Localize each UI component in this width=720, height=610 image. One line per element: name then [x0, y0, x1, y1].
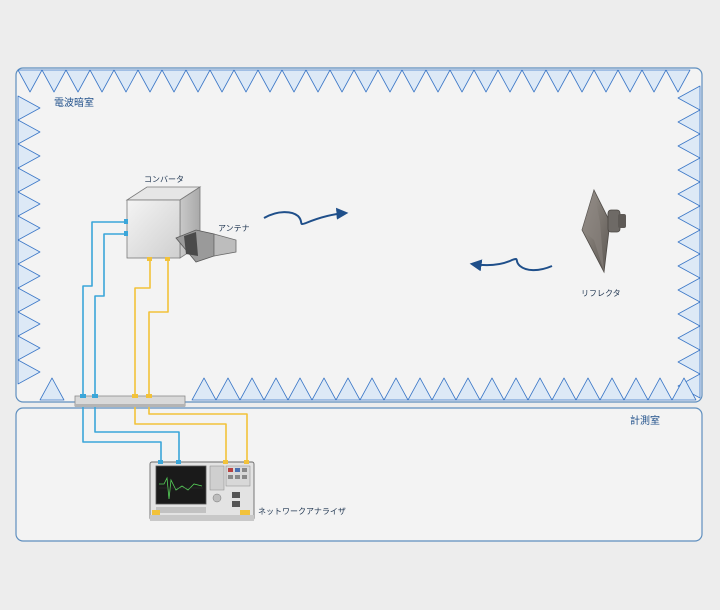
absorber-pyramid: [617, 69, 643, 93]
absorber-pyramid: [233, 69, 259, 93]
absorber-pyramid: [455, 377, 481, 401]
anechoic-chamber-label: 電波暗室: [54, 96, 94, 109]
absorber-pyramid: [677, 205, 701, 231]
absorber-pyramid: [65, 69, 91, 93]
absorber-pyramid: [17, 95, 41, 121]
absorber-pyramid: [17, 119, 41, 145]
absorber-pyramid: [479, 377, 505, 401]
absorber-pyramid: [257, 69, 283, 93]
absorber-pyramid: [113, 69, 139, 93]
absorber-pyramid: [359, 377, 385, 401]
absorber-pyramid: [593, 69, 619, 93]
absorber-pyramid: [677, 181, 701, 207]
absorber-pyramid: [401, 69, 427, 93]
measurement-room-label: 計測室: [630, 414, 660, 427]
absorber-pyramid: [383, 377, 409, 401]
absorber-pyramid: [677, 109, 701, 135]
converter-box-icon: [124, 186, 202, 261]
absorber-pyramid: [497, 69, 523, 93]
absorber-pyramid: [569, 69, 595, 93]
absorber-pyramid: [305, 69, 331, 93]
absorber-pyramid: [17, 335, 41, 361]
absorber-pyramid: [575, 377, 601, 401]
reflector-label: リフレクタ: [581, 289, 621, 298]
measurement-room: [15, 407, 703, 542]
bulkhead-panel-icon: [74, 394, 186, 407]
reflector-dish-icon: [581, 188, 626, 274]
absorber-pyramid: [677, 325, 701, 351]
absorber-pyramid: [551, 377, 577, 401]
absorber-pyramid: [647, 377, 673, 401]
anechoic-chamber: [15, 67, 703, 403]
absorber-pyramid: [17, 263, 41, 289]
absorber-pyramid: [185, 69, 211, 93]
network-analyzer-label: ネットワークアナライザ: [258, 507, 346, 516]
absorber-pyramid: [407, 377, 433, 401]
absorber-pyramid: [425, 69, 451, 93]
absorber-pyramids: [17, 69, 701, 401]
absorber-pyramid: [17, 287, 41, 313]
absorber-pyramid: [599, 377, 625, 401]
absorber-pyramid: [671, 377, 697, 401]
absorber-pyramid: [311, 377, 337, 401]
converter-label: コンバータ: [144, 175, 184, 184]
absorber-pyramid: [41, 69, 67, 93]
absorber-pyramid: [677, 301, 701, 327]
absorber-pyramid: [641, 69, 667, 93]
absorber-pyramid: [191, 377, 217, 401]
absorber-pyramid: [281, 69, 307, 93]
absorber-pyramid: [623, 377, 649, 401]
absorber-pyramid: [17, 69, 43, 93]
absorber-pyramid: [677, 349, 701, 375]
absorber-pyramid: [39, 377, 65, 401]
absorber-pyramid: [329, 69, 355, 93]
absorber-pyramid: [137, 69, 163, 93]
absorber-pyramid: [521, 69, 547, 93]
absorber-pyramid: [677, 277, 701, 303]
absorber-pyramid: [503, 377, 529, 401]
absorber-pyramid: [17, 215, 41, 241]
absorber-pyramid: [17, 359, 41, 385]
antenna-label: アンテナ: [218, 224, 250, 233]
absorber-pyramid: [677, 253, 701, 279]
absorber-pyramid: [677, 157, 701, 183]
absorber-pyramid: [17, 191, 41, 217]
absorber-pyramid: [161, 69, 187, 93]
absorber-pyramid: [17, 167, 41, 193]
outgoing-wave-arrow: [263, 207, 349, 226]
absorber-pyramid: [353, 69, 379, 93]
absorber-pyramid: [89, 69, 115, 93]
network-analyzer-icon: [149, 460, 255, 521]
absorber-pyramid: [17, 311, 41, 337]
absorber-pyramid: [377, 69, 403, 93]
absorber-pyramid: [449, 69, 475, 93]
blue-cables: [82, 221, 180, 462]
absorber-pyramid: [287, 377, 313, 401]
absorber-pyramid: [335, 377, 361, 401]
absorber-pyramid: [677, 229, 701, 255]
absorber-pyramid: [431, 377, 457, 401]
absorber-pyramid: [209, 69, 235, 93]
yellow-cables: [134, 258, 248, 462]
horn-antenna-icon: [175, 229, 237, 263]
absorber-pyramid: [677, 133, 701, 159]
returning-wave-arrow: [469, 257, 553, 272]
absorber-pyramid: [263, 377, 289, 401]
absorber-pyramid: [545, 69, 571, 93]
absorber-pyramid: [665, 69, 691, 93]
absorber-pyramid: [17, 239, 41, 265]
absorber-pyramid: [677, 85, 701, 111]
absorber-pyramid: [17, 143, 41, 169]
absorber-pyramid: [239, 377, 265, 401]
absorber-pyramid: [527, 377, 553, 401]
absorber-pyramid: [473, 69, 499, 93]
absorber-pyramid: [215, 377, 241, 401]
